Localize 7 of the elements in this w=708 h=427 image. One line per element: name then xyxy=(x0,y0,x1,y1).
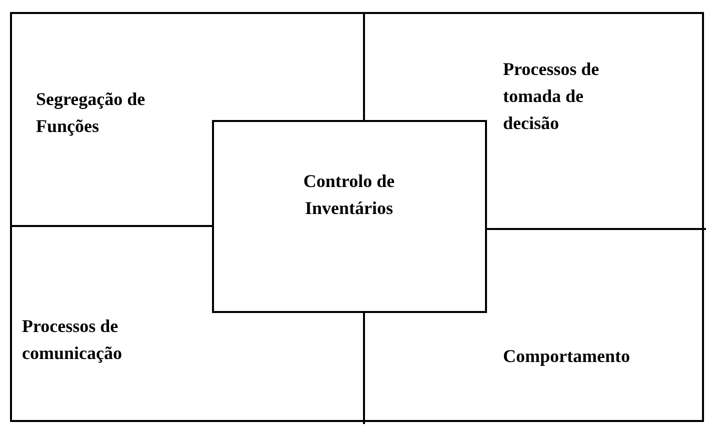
quadrant-label: Segregação de Funções xyxy=(36,86,156,142)
quadrant-label: Comportamento xyxy=(503,343,693,373)
outer-frame xyxy=(10,12,704,422)
center-box xyxy=(212,120,487,313)
quadrant-label: Processos de tomada de decisão xyxy=(503,56,643,140)
center-label: Controlo de Inventários xyxy=(302,170,396,220)
quadrant-label: Processos de comunicação xyxy=(22,313,182,369)
